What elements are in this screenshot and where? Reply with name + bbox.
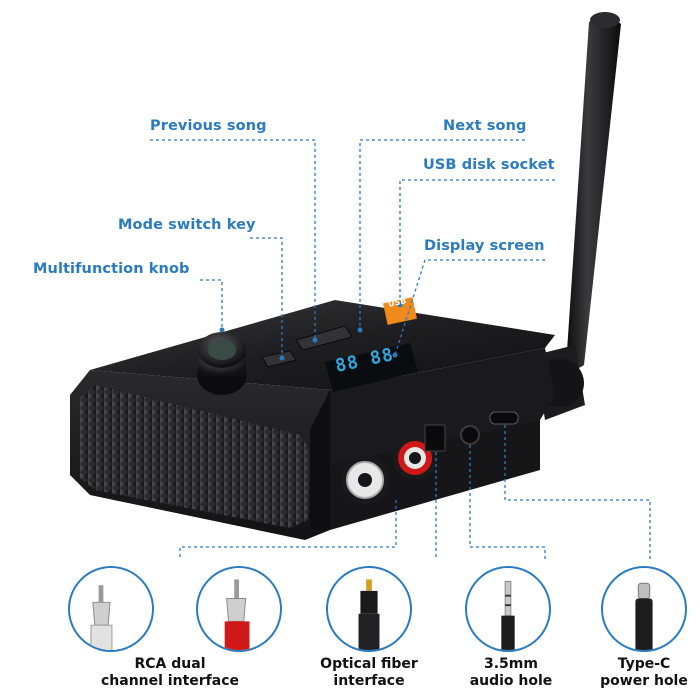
rca-red-connector-icon (196, 566, 282, 652)
previous-song-label: Previous song (150, 118, 267, 134)
rca-caption-line1: RCA dual (134, 656, 206, 672)
optical-caption-line1: Optical fiber (320, 656, 418, 672)
next-song-label: Next song (443, 118, 527, 134)
antenna (566, 16, 621, 369)
usb-c-caption: Type-C power hole (590, 656, 698, 690)
usb-disk-socket-label: USB disk socket (423, 157, 555, 173)
optical-caption: Optical fiber interface (309, 656, 429, 690)
mode-switch-key-label: Mode switch key (118, 217, 256, 233)
rca-caption-line2: channel interface (100, 673, 239, 689)
usb-c-connector-icon (601, 566, 687, 652)
aux-connector-icon (465, 566, 551, 652)
usb-c-caption-line1: Type-C (617, 656, 671, 672)
carbon-panel (80, 385, 310, 528)
aux-caption: 3.5mm audio hole (456, 656, 566, 690)
display-screen-label: Display screen (424, 238, 545, 254)
multifunction-knob-label: Multifunction knob (33, 261, 190, 277)
optical-caption-line2: interface (333, 673, 405, 689)
rca-connector-icon (68, 566, 154, 652)
aux-caption-line1: 3.5mm (484, 656, 538, 672)
aux-caption-line2: audio hole (469, 673, 553, 689)
rca-caption: RCA dual channel interface (90, 656, 250, 690)
optical-connector-icon (326, 566, 412, 652)
usb-c-caption-line2: power hole (600, 673, 688, 689)
